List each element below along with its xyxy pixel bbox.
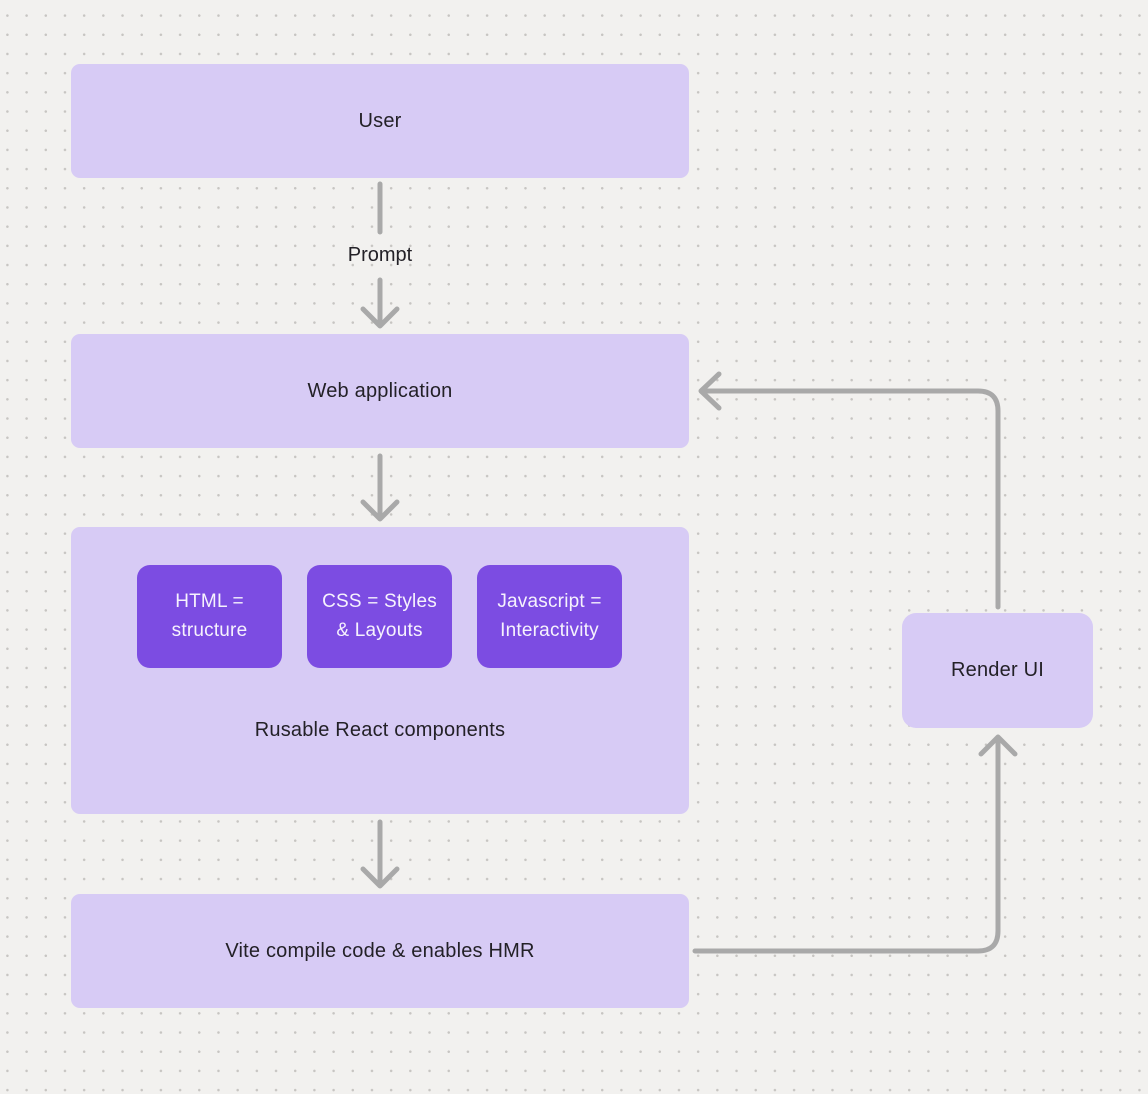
component-html-label: HTML = structure xyxy=(171,591,248,641)
node-web-application[interactable]: Web application xyxy=(71,334,689,448)
node-render-ui-label: Render UI xyxy=(951,659,1044,681)
node-vite-label: Vite compile code & enables HMR xyxy=(225,939,535,962)
edge-web-to-group-arrow xyxy=(360,453,400,522)
node-web-application-label: Web application xyxy=(307,379,453,402)
node-react-group[interactable]: HTML = structure CSS = Styles & Layouts … xyxy=(71,527,689,814)
edge-label-prompt: Prompt xyxy=(347,244,413,266)
edge-vite-to-render-arrow xyxy=(692,734,1018,954)
edge-prompt-to-web-arrow xyxy=(360,277,400,329)
edge-render-to-web-arrow xyxy=(698,371,1001,610)
component-javascript[interactable]: Javascript = Interactivity xyxy=(477,565,622,668)
node-render-ui[interactable]: Render UI xyxy=(902,613,1093,728)
node-user-label: User xyxy=(358,109,402,132)
component-css-label: CSS = Styles & Layouts xyxy=(322,591,437,641)
component-javascript-label: Javascript = Interactivity xyxy=(497,591,602,641)
node-user[interactable]: User xyxy=(71,64,689,178)
edge-group-to-vite-arrow xyxy=(360,819,400,889)
component-css[interactable]: CSS = Styles & Layouts xyxy=(307,565,452,668)
component-html[interactable]: HTML = structure xyxy=(137,565,282,668)
node-vite[interactable]: Vite compile code & enables HMR xyxy=(71,894,689,1008)
node-react-group-label: Rusable React components xyxy=(254,719,506,741)
